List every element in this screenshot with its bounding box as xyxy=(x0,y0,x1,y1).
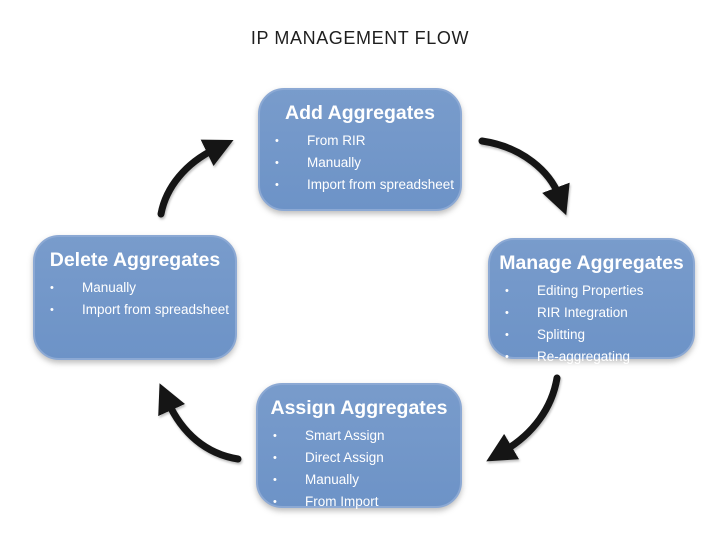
arrow-assign-to-delete xyxy=(158,383,242,463)
box-manage-aggregates: Manage Aggregates • Editing Properties • RI… xyxy=(488,238,695,364)
bullet-item: • Manually xyxy=(258,469,460,491)
bullet-label: Direct Assign xyxy=(305,450,384,465)
box-bullet-list: • Smart Assign • Direct Assign • Manually • Fro… xyxy=(258,425,460,513)
box-delete-aggregates: Delete Aggregates • Manually • Import from … xyxy=(33,235,237,360)
bullet-item: • Splitting xyxy=(490,324,693,346)
bullet-dot-icon: • xyxy=(275,157,279,169)
bullet-label: Manually xyxy=(307,155,362,170)
box-bullet-list: • From RIR • Manually • Import from spreadshe… xyxy=(260,130,460,196)
bullet-dot-icon: • xyxy=(505,307,509,319)
bullet-item: • Import from spreadsheet xyxy=(35,299,235,321)
bullet-label: Import from spreadsheet xyxy=(82,302,230,317)
bullet-label: Re-aggregating xyxy=(537,349,631,364)
bullet-item: • Re-aggregating xyxy=(490,346,693,368)
bullet-dot-icon: • xyxy=(273,430,277,442)
bullet-dot-icon: • xyxy=(50,282,54,294)
arrow-manage-to-assign xyxy=(486,374,561,462)
bullet-item: • From Import xyxy=(258,491,460,513)
bullet-dot-icon: • xyxy=(275,179,279,191)
bullet-item: • RIR Integration xyxy=(490,302,693,324)
bullet-label: Manually xyxy=(305,472,360,487)
bullet-item: • Manually xyxy=(35,277,235,299)
box-title: Delete Aggregates xyxy=(49,249,221,271)
bullet-item: • Editing Properties xyxy=(490,280,693,302)
bullet-item: • Direct Assign xyxy=(258,447,460,469)
box-bullet-list: • Manually • Import from spreadsheet xyxy=(35,277,235,321)
bullet-dot-icon: • xyxy=(50,304,54,316)
bullet-dot-icon: • xyxy=(505,351,509,363)
box-title: Add Aggregates xyxy=(285,102,435,124)
bullet-dot-icon: • xyxy=(505,329,509,341)
bullet-dot-icon: • xyxy=(273,496,277,508)
bullet-label: Import from spreadsheet xyxy=(307,177,455,192)
bullet-dot-icon: • xyxy=(273,452,277,464)
bullet-item: • Import from spreadsheet xyxy=(260,174,460,196)
arrow-add-to-manage xyxy=(478,137,570,216)
bullet-label: Manually xyxy=(82,280,137,295)
bullet-dot-icon: • xyxy=(275,135,279,147)
bullet-item: • From RIR xyxy=(260,130,460,152)
page-title: IP MANAGEMENT FLOW xyxy=(250,28,470,48)
bullet-label: Smart Assign xyxy=(305,428,385,443)
bullet-dot-icon: • xyxy=(273,474,277,486)
bullet-label: RIR Integration xyxy=(537,305,628,320)
bullet-item: • Manually xyxy=(260,152,460,174)
bullet-label: Splitting xyxy=(537,327,586,342)
box-bullet-list: • Editing Properties • RIR Integration • Spli… xyxy=(490,280,693,368)
box-add-aggregates: Add Aggregates • From RIR • Manually • Import… xyxy=(258,88,462,211)
bullet-label: Editing Properties xyxy=(537,283,644,298)
arrow-delete-to-add xyxy=(157,139,234,218)
bullet-item: • Smart Assign xyxy=(258,425,460,447)
box-assign-aggregates: Assign Aggregates • Smart Assign • Direct A… xyxy=(256,383,462,509)
bullet-label: From Import xyxy=(305,494,379,509)
bullet-label: From RIR xyxy=(307,133,366,148)
box-title: Assign Aggregates xyxy=(270,397,448,419)
box-title: Manage Aggregates xyxy=(499,252,684,274)
bullet-dot-icon: • xyxy=(505,285,509,297)
